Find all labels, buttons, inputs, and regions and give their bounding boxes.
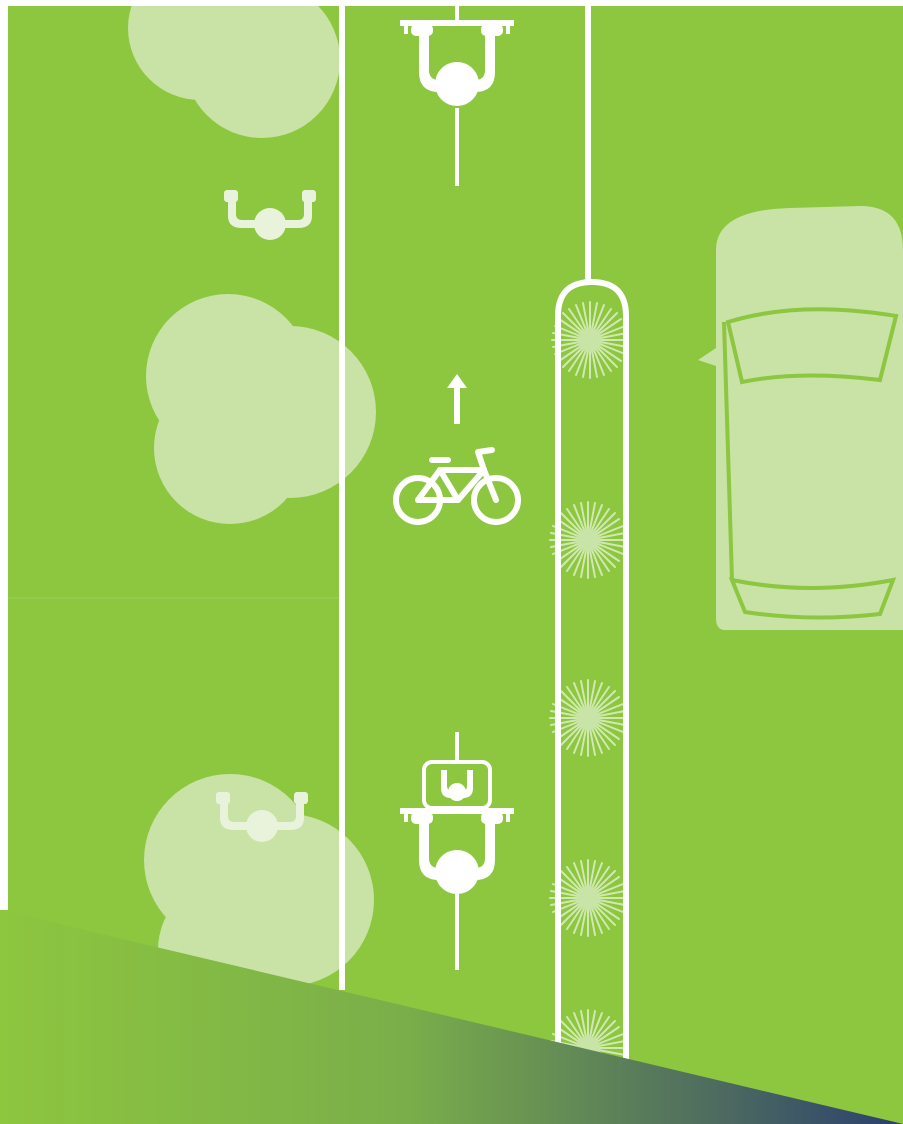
shrub-icon [552, 302, 628, 378]
top-border [0, 0, 903, 6]
shrub-icon [550, 680, 626, 756]
left-border [0, 0, 8, 910]
parked-car-icon [698, 206, 903, 630]
shrub-icon [550, 502, 626, 578]
shrub-icon [550, 860, 626, 936]
